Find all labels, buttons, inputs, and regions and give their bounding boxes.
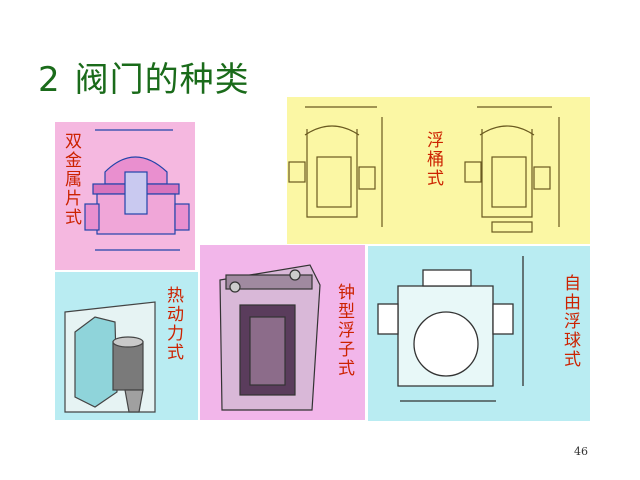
free-float-label: 自由浮球式 [560, 274, 580, 369]
inverted-bucket-label: 钟型浮子式 [334, 283, 354, 378]
free-float-panel: 自由浮球式 [368, 246, 590, 421]
thermodynamic-label: 热动力式 [163, 286, 183, 362]
float-bucket-label: 浮桶式 [423, 131, 443, 188]
inverted-bucket-panel: 钟型浮子式 [200, 245, 365, 420]
thermodynamic-drawing [64, 301, 156, 413]
slide-title: 2 阀门的种类 [38, 52, 250, 101]
bimetal-panel: 双金属片式 [55, 122, 195, 270]
bimetal-label: 双金属片式 [61, 132, 81, 227]
float-bucket-panel: 浮桶式 [287, 97, 590, 244]
inverted-bucket-drawing [219, 264, 321, 411]
title-text: 阀门的种类 [74, 60, 250, 100]
bimetal-trap-drawing [84, 129, 190, 251]
page-number: 46 [574, 445, 588, 458]
thermodynamic-panel: 热动力式 [55, 272, 198, 420]
free-float-drawing [377, 256, 524, 402]
title-number: 2 [38, 60, 61, 100]
float-bucket-drawing [288, 106, 560, 233]
